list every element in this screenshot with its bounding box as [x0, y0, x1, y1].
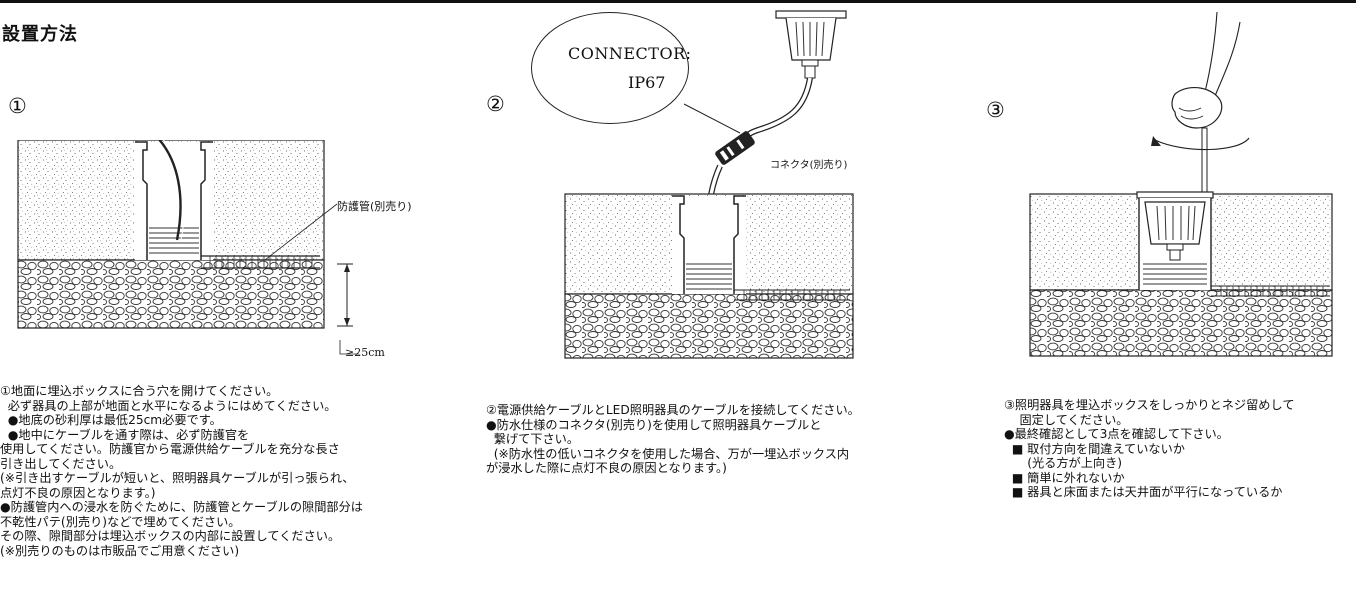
step-1-line: 必ず器具の上部が地面と水平になるようにはめてください。 — [0, 398, 337, 413]
step-1-dimension: ≥25cm — [345, 346, 385, 359]
step-3-description: ③照明器具を埋込ボックスをしっかりとネジ留めして 固定してください。 ●最終確認… — [1004, 398, 1295, 500]
step-1-line: 不乾性パテ(別売り)などで埋めてください。 — [0, 514, 241, 529]
step-1-line: 引き出してください。 — [0, 456, 122, 471]
step-2-number: ② — [486, 92, 505, 116]
step-1-number: ① — [8, 94, 27, 118]
step-1-line: ①地面に埋込ボックスに合う穴を開けてください。 — [0, 384, 279, 398]
step-1-diagram — [17, 140, 359, 355]
step-2-line: ●防水仕様のコネクタ(別売り)を使用して照明器具ケーブルと — [486, 417, 822, 432]
step-2-line: (※防水性の低いコネクタを使用した場合、万が一埋込ボックス内 — [486, 446, 850, 461]
step-1-line: (※別売りのものは市販品でご用意ください) — [0, 543, 240, 558]
step-3-line: ■ 器具と床面または天井面が平行になっているか — [1004, 485, 1283, 499]
step-2-description: ②電源供給ケーブルとLED照明器具のケーブルを接続してください。 ●防水仕様のコ… — [486, 403, 860, 476]
page-title: 設置方法 — [2, 24, 78, 45]
step-3-line: ■ 簡単に外れないか — [1004, 470, 1125, 485]
step-1-line: ●防護管内への浸水を防ぐために、防護管とケーブルの隙間部分は — [0, 500, 363, 514]
step-1-pipe-label: 防護管(別売り) — [337, 200, 412, 213]
step-3-line: ●最終確認として3点を確認して下さい。 — [1004, 427, 1229, 441]
step-3-line: ■ 取付方向を間違えていないか — [1004, 441, 1185, 456]
step-2-line: ②電源供給ケーブルとLED照明器具のケーブルを接続してください。 — [486, 403, 860, 417]
step-1-line: ●地中にケーブルを通す際は、必ず防護官を — [0, 427, 250, 442]
step-3-diagram — [1029, 12, 1333, 357]
connector-callout-circle — [531, 12, 689, 124]
step-2-line: が浸水した際に点灯不良の原因となります。) — [486, 461, 727, 475]
step-1-description: ①地面に埋込ボックスに合う穴を開けてください。 必ず器具の上部が地面と水平になる… — [0, 384, 363, 558]
step-1-line: 使用してください。防護官から電源供給ケーブルを充分な長さ — [0, 442, 340, 456]
step-1-line: ●地底の砂利厚は最低25cm必要です。 — [0, 413, 222, 427]
step-2-connector-label: コネクタ(別売り) — [770, 160, 848, 171]
step-3-line: ③照明器具を埋込ボックスをしっかりとネジ留めして — [1004, 398, 1295, 412]
step-2-line: 繋げて下さい。 — [486, 432, 580, 446]
top-border — [0, 0, 1356, 3]
step-3-number: ③ — [986, 98, 1005, 122]
connector-callout-line1: CONNECTOR: — [568, 44, 692, 63]
step-3-line: (光る方が上向き) — [1004, 456, 1123, 470]
step-1-line: (※引き出すケーブルが短いと、照明器具ケーブルが引っ張られ、 — [0, 471, 355, 485]
step-1-line: その際、隙間部分は埋込ボックスの内部に設置してください。 — [0, 529, 341, 543]
step-2-diagram — [564, 10, 854, 359]
step-1-line: 点灯不良の原因となります。) — [0, 485, 156, 500]
step-3-line: 固定してください。 — [1004, 412, 1129, 427]
connector-callout-line2: IP67 — [628, 73, 666, 92]
